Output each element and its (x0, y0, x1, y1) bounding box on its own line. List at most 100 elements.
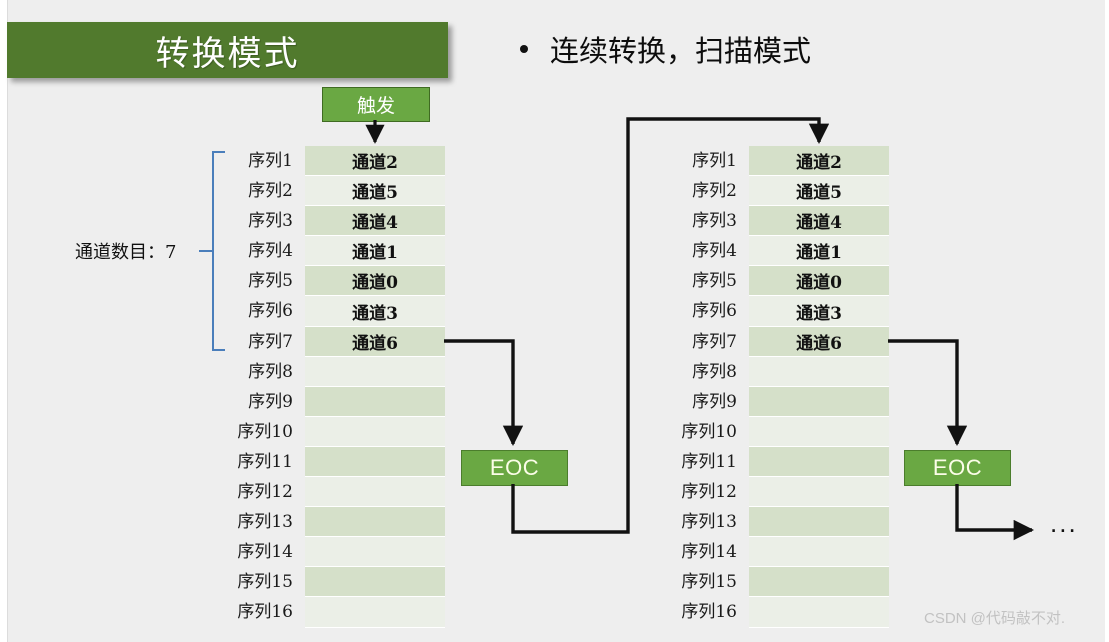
bullet-text: 连续转换，扫描模式 (550, 34, 812, 68)
sequence-label: 序列6 (248, 301, 293, 322)
sequence-label: 序列2 (692, 181, 737, 202)
sequence-label: 序列1 (248, 151, 293, 171)
channel-cell: 通道4 (352, 213, 398, 234)
sequence-label: 序列11 (237, 451, 293, 472)
eoc-box-left[interactable]: EOC (461, 450, 568, 486)
slide-left-edge (0, 0, 8, 642)
continuation-ellipsis: ... (1050, 508, 1078, 538)
sequence-label: 序列15 (681, 572, 737, 593)
sequence-label: 序列1 (692, 151, 737, 171)
channel-count-label: 通道数目：7 (75, 242, 177, 263)
channel-cell: 通道6 (796, 333, 842, 354)
watermark: CSDN @代码敲不对. (924, 610, 1066, 627)
arrow-right-row7-to-eoc (888, 339, 968, 447)
sequence-label: 序列2 (248, 181, 293, 202)
sequence-row[interactable]: 序列10 (237, 416, 445, 447)
sequence-row[interactable]: 序列2 通道5 (248, 176, 445, 207)
sequence-label: 序列3 (248, 211, 293, 232)
sequence-row[interactable]: 序列6 通道3 (692, 296, 889, 327)
sequence-row[interactable]: 序列12 (681, 477, 889, 508)
channel-cell: 通道1 (796, 243, 842, 264)
channel-cell: 通道0 (796, 273, 842, 294)
channel-cell: 通道3 (796, 303, 842, 324)
slide-right-edge (1105, 0, 1109, 642)
sequence-label: 序列7 (692, 331, 737, 352)
channel-cell: 通道6 (352, 333, 398, 354)
channel-cell: 通道5 (796, 183, 842, 204)
sequence-table-right: 序列1 通道2 序列2 通道5 序列3 通道4 序列4 通道1 序列5 通道0 序列6 通道3 序列7 通… (681, 146, 889, 628)
bullet-line: 连续转换，扫描模式 (520, 28, 811, 70)
sequence-label: 序列3 (692, 211, 737, 232)
eoc-label-left: EOC (489, 455, 540, 480)
channel-cell: 通道1 (352, 243, 398, 264)
sequence-label: 序列10 (681, 421, 737, 442)
sequence-label: 序列11 (681, 451, 737, 472)
sequence-row[interactable]: 序列14 (681, 537, 889, 568)
sequence-row[interactable]: 序列11 (681, 446, 889, 478)
page-title: 转换模式 (155, 33, 300, 74)
sequence-label: 序列4 (692, 241, 737, 262)
sequence-row[interactable]: 序列12 (237, 477, 445, 508)
sequence-row[interactable]: 序列7 通道6 (692, 326, 889, 357)
sequence-row[interactable]: 序列5 通道0 (692, 266, 889, 297)
sequence-label: 序列12 (237, 482, 293, 503)
sequence-label: 序列16 (681, 602, 737, 623)
sequence-row[interactable]: 序列15 (681, 567, 889, 598)
arrow-right-eoc-to-next (955, 484, 1035, 541)
sequence-row[interactable]: 序列9 (248, 386, 445, 417)
sequence-row[interactable]: 序列9 (692, 386, 889, 417)
sequence-label: 序列7 (248, 331, 293, 352)
sequence-label: 序列13 (681, 512, 737, 533)
sequence-label: 序列9 (692, 391, 737, 412)
channel-cell: 通道4 (796, 213, 842, 234)
sequence-row[interactable]: 序列14 (237, 537, 445, 568)
sequence-label: 序列6 (692, 301, 737, 322)
channel-cell: 通道2 (796, 153, 842, 174)
eoc-label-right: EOC (932, 455, 983, 480)
sequence-row[interactable]: 序列7 通道6 (248, 326, 445, 357)
sequence-row[interactable]: 序列4 通道1 (248, 236, 445, 267)
bullet-dot-icon (520, 45, 528, 53)
channel-cell: 通道0 (352, 273, 398, 294)
trigger-box[interactable]: 触发 (322, 87, 430, 122)
sequence-row[interactable]: 序列3 通道4 (248, 206, 445, 237)
sequence-label: 序列10 (237, 421, 293, 442)
sequence-label: 序列8 (248, 361, 293, 382)
sequence-row[interactable]: 序列1 通道2 (248, 146, 445, 177)
sequence-label: 序列9 (248, 391, 293, 412)
sequence-label: 序列14 (681, 542, 737, 563)
sequence-row[interactable]: 序列3 通道4 (692, 206, 889, 237)
channel-cell: 通道2 (352, 153, 398, 174)
sequence-row[interactable]: 序列15 (237, 567, 445, 598)
sequence-row[interactable]: 序列13 (237, 507, 445, 538)
channel-cell: 通道5 (352, 183, 398, 204)
arrow-left-row7-to-eoc (444, 339, 524, 447)
sequence-label: 序列14 (237, 542, 293, 563)
sequence-row[interactable]: 序列16 (681, 597, 889, 628)
sequence-label: 序列4 (248, 241, 293, 262)
sequence-label: 序列5 (248, 271, 293, 292)
sequence-label: 序列12 (681, 482, 737, 503)
sequence-row[interactable]: 序列8 (248, 356, 445, 387)
sequence-label: 序列13 (237, 512, 293, 533)
sequence-row[interactable]: 序列16 (237, 597, 445, 628)
eoc-box-right[interactable]: EOC (904, 450, 1011, 486)
sequence-row[interactable]: 序列10 (681, 416, 889, 447)
sequence-row[interactable]: 序列2 通道5 (692, 176, 889, 207)
sequence-row[interactable]: 序列13 (681, 507, 889, 538)
trigger-label: 触发 (356, 95, 395, 117)
sequence-row[interactable]: 序列8 (692, 356, 889, 387)
sequence-row[interactable]: 序列1 通道2 (692, 146, 889, 177)
sequence-label: 序列5 (692, 271, 737, 292)
sequence-label: 序列8 (692, 361, 737, 382)
sequence-row[interactable]: 序列11 (237, 446, 445, 478)
sequence-row[interactable]: 序列4 通道1 (692, 236, 889, 267)
sequence-row[interactable]: 序列5 通道0 (248, 266, 445, 297)
channel-group-brace (212, 151, 225, 351)
sequence-label: 序列16 (237, 602, 293, 623)
page-title-banner: 转换模式 (7, 22, 448, 78)
